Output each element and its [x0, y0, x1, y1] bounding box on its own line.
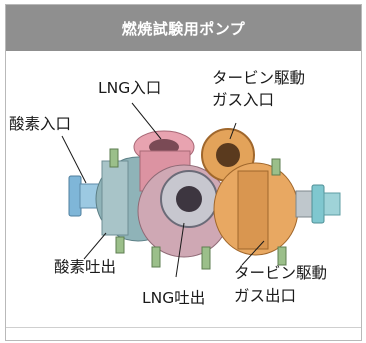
- label-oxygen-inlet: 酸素入口: [9, 115, 72, 133]
- pump-illustration: LNG入口 タービン駆動 ガス入口 酸素入口 酸素吐出 タービン駆動 ガス出口 …: [6, 51, 361, 326]
- fitting: [109, 148, 119, 168]
- label-turbine-inlet-2: ガス入口: [212, 91, 275, 109]
- leader-lines: [61, 102, 265, 278]
- fitting: [271, 158, 281, 176]
- lng-outlet-port: [176, 186, 202, 212]
- label-turbine-inlet-1: タービン駆動: [212, 69, 306, 87]
- label-lng-inlet: LNG入口: [98, 79, 162, 97]
- shaft-end: [323, 192, 341, 216]
- shaft-housing: [295, 190, 315, 218]
- label-lng-outlet: LNG吐出: [142, 289, 206, 307]
- turbine-housing-band: [237, 170, 269, 250]
- turbine-inlet-port: [216, 143, 240, 167]
- label-turbine-outlet-1: タービン駆動: [234, 264, 328, 282]
- fitting: [201, 246, 211, 270]
- divider: [6, 327, 361, 328]
- figure-frame: 燃焼試験用ポンプ: [5, 4, 362, 341]
- label-turbine-outlet-2: ガス出口: [234, 287, 297, 305]
- fitting: [151, 246, 161, 268]
- pump-body-ring: [101, 160, 129, 236]
- shaft-end-flange: [311, 184, 325, 224]
- pump-drawing: [61, 102, 341, 278]
- fitting: [115, 236, 125, 254]
- figure-title: 燃焼試験用ポンプ: [6, 5, 361, 51]
- oxygen-inlet-flange: [68, 175, 82, 217]
- label-oxygen-outlet: 酸素吐出: [54, 258, 117, 276]
- fitting: [277, 246, 287, 266]
